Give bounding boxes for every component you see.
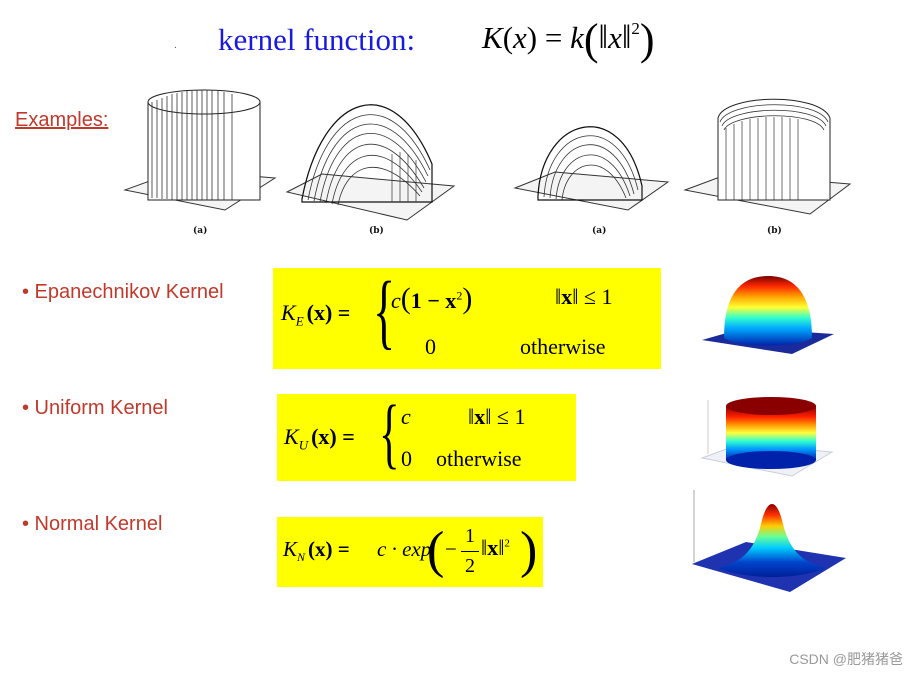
uniform-3d-plot [700,397,834,477]
normal-paren-open: ( [427,522,445,579]
caption-b-1: (b) [369,226,384,236]
title-formula-rhs: k [570,20,584,55]
example-uniform-figure [123,89,277,211]
uniform-case2-cond: otherwise [436,446,522,471]
title-formula-var: x [608,20,622,55]
formula-box-uniform: KU(x) = { c ‖x‖ ≤ 1 0 otherwise [277,394,576,481]
bullet-epanechnikov: • Epanechnikov Kernel [22,281,224,303]
page-title: kernel function: [218,22,416,57]
normal-norm: ‖x‖2 [481,535,510,560]
normal-lhs: KN(x) = [283,537,350,565]
uniform-lhs: KU(x) = [284,424,355,453]
examples-label: Examples: [15,109,109,131]
normal-paren-close: ) [520,522,538,579]
example-epanechnikov-figure [285,104,456,221]
normal-3d-plot [692,490,846,592]
dot-mark: . [174,40,177,51]
normal-frac-bar [461,551,479,552]
title-formula-exponent: 2 [631,19,640,38]
epan-case1-cond: ‖x‖ ≤ 1 [555,284,613,309]
title-formula-lhs: K [482,20,503,55]
example-dome-figure [513,126,670,211]
caption-a-2: (a) [592,226,607,236]
normal-minus: − [445,537,457,561]
bullet-normal: • Normal Kernel [22,513,163,535]
uniform-case1-cond: ‖x‖ ≤ 1 [468,404,526,429]
uniform-case1-value: c [401,404,411,429]
formula-box-epanechnikov: KE(x) = { c(1 − x2) ‖x‖ ≤ 1 0 otherwise [273,268,661,369]
normal-frac-num: 1 [465,525,475,547]
bullet-uniform: • Uniform Kernel [22,397,168,419]
epan-case1: c(1 − x2) [391,282,473,315]
normal-coef: c · exp [377,537,432,561]
uniform-brace: { [379,389,400,476]
title-formula-arg: x [513,20,527,55]
caption-b-2: (b) [767,226,782,236]
example-cylinder-figure [683,98,852,215]
caption-a-1: (a) [193,226,208,236]
epan-lhs: KE(x) = [281,300,351,329]
title-formula: K(x) = k(‖x‖2) [482,15,655,64]
watermark: CSDN @肥猪猪爸 [789,651,903,667]
epan-case2-value: 0 [425,334,436,359]
epanechnikov-3d-plot [702,276,834,354]
epan-case2-cond: otherwise [520,334,606,359]
normal-frac-den: 2 [465,555,475,577]
uniform-case2-value: 0 [401,446,412,471]
formula-box-normal: KN(x) = c · exp ( − 1 2 ‖x‖2 ) [277,517,543,587]
epan-brace: { [373,265,396,358]
